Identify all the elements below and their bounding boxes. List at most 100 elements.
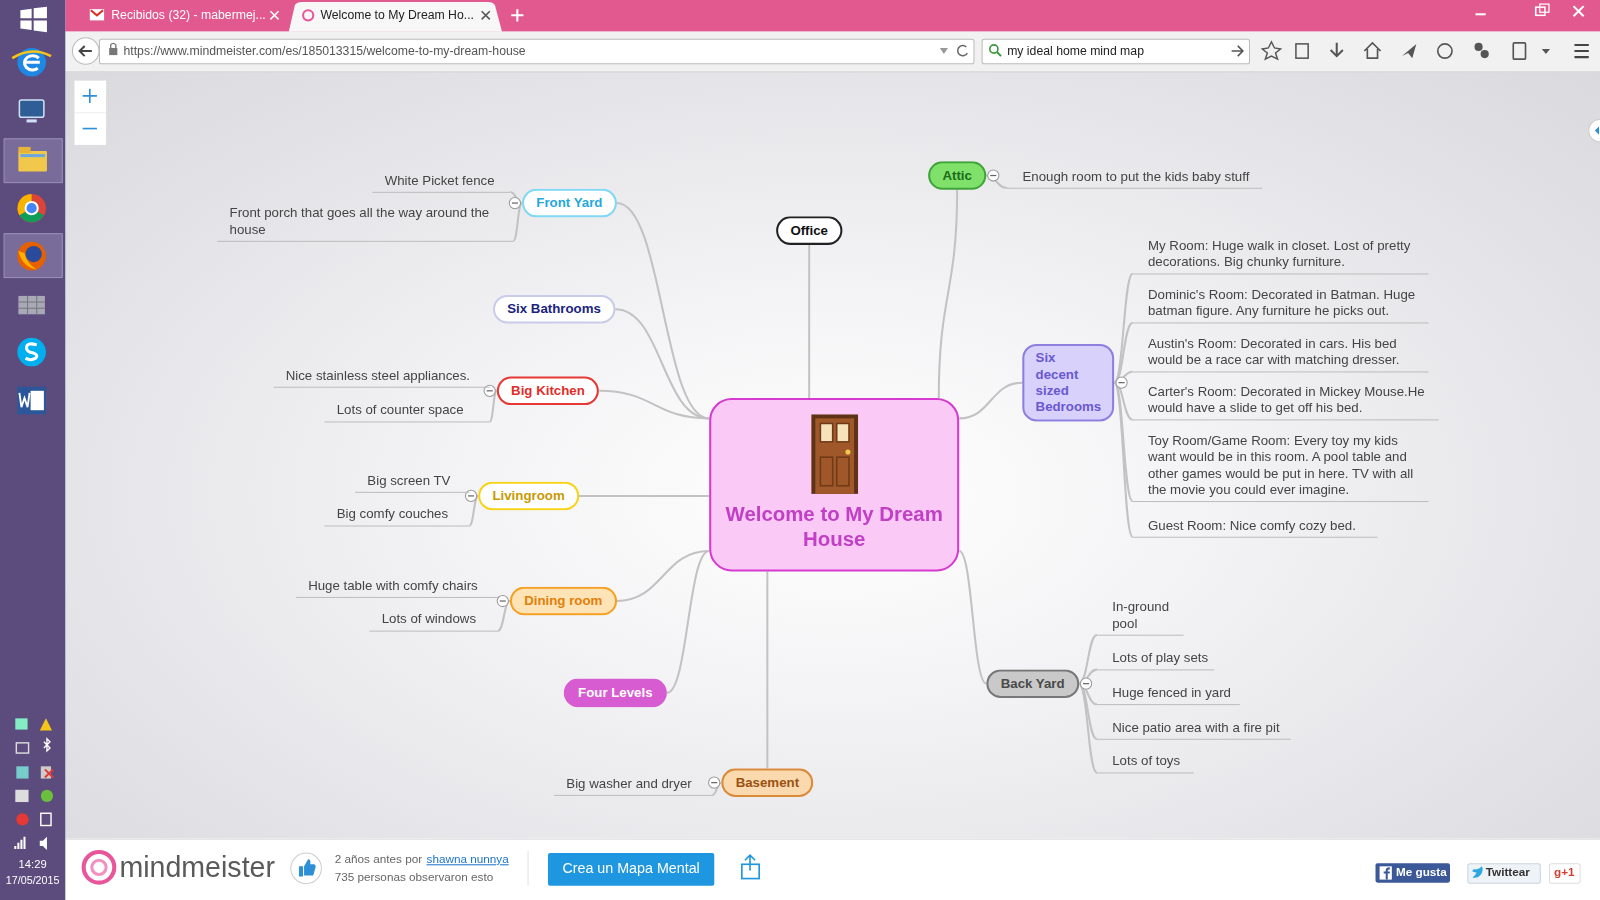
branch-connector [959, 551, 986, 684]
leaf-topic: Enough room to put the kids baby stuff [1007, 168, 1262, 188]
leaf-topic: Lots of counter space [324, 402, 489, 422]
door-icon [845, 449, 850, 454]
collapse-toggle [500, 600, 506, 601]
collapse-toggle [1119, 382, 1125, 383]
topic-text: In-ground pool [1112, 599, 1177, 632]
branch-connector [1079, 635, 1097, 684]
nav-bar [1296, 44, 1308, 58]
branch-topic: Office [776, 216, 842, 245]
taskbar [40, 718, 52, 730]
topic-text: Front Yard [536, 195, 602, 211]
door-icon [820, 457, 832, 486]
branch-topic: Attic [928, 161, 986, 190]
tab-strip [511, 9, 523, 21]
branch-topic: Basement [721, 768, 813, 797]
topic-text: Huge fenced in yard [1112, 685, 1233, 701]
topic-text: White Picket fence [385, 172, 504, 188]
branch-topic: Back Yard [986, 669, 1078, 698]
search-query: my ideal home mind map [1007, 44, 1144, 59]
taskbar [16, 766, 28, 778]
leaf-topic: White Picket fence [372, 172, 510, 192]
collapse-toggle [711, 782, 717, 783]
leaf-topic: My Room: Huge walk in closet. Lost of pr… [1133, 238, 1429, 275]
topic-text: Huge table with comfy chairs [308, 578, 492, 594]
nav-bar [1262, 42, 1280, 59]
topic-text: My Room: Huge walk in closet. Lost of pr… [1148, 238, 1422, 271]
footer-bar [548, 853, 714, 886]
taskbar [26, 246, 42, 262]
branch-topic: Six decent sized Bedrooms [1022, 344, 1114, 422]
branch-connector [1114, 383, 1132, 537]
side-panel-tab [1589, 119, 1600, 141]
plusone-button-text: g+1 [1549, 865, 1580, 879]
footer-bar [299, 859, 316, 876]
collapse-toggle [1116, 377, 1127, 388]
topic-text: Dining room [524, 593, 602, 609]
leaf-topic: Toy Room/Game Room: Every toy my kids wa… [1133, 433, 1429, 502]
nav-bar [982, 39, 1249, 63]
tab-strip [91, 10, 103, 15]
collapse-toggle [1116, 377, 1127, 388]
topic-text: Attic [942, 167, 971, 183]
branch-connector [939, 190, 957, 398]
zoom-control [74, 112, 106, 113]
author-note: 2 años antes por [335, 853, 422, 867]
leaf-topic: Lots of toys [1097, 753, 1194, 773]
tweet-button-text: Twittear [1486, 865, 1530, 879]
branch-topic: Dining room [510, 587, 617, 616]
brand-logo: mindmeister [119, 850, 275, 884]
tab-strip [65, 0, 1600, 32]
topic-text: Carter's Room: Decorated in Mickey Mouse… [1148, 384, 1433, 417]
topic-text: Toy Room/Game Room: Every toy my kids wa… [1148, 433, 1422, 498]
leaf-topic: Carter's Room: Decorated in Mickey Mouse… [1133, 384, 1439, 421]
topic-text: Four Levels [578, 685, 652, 701]
topic-text: Welcome to My Dream House [719, 502, 949, 551]
clock-date: 17/05/2015 [0, 873, 65, 886]
footer-bar [745, 855, 755, 870]
topic-text: Nice patio area with a fire pit [1112, 719, 1284, 735]
topic-text: Lots of toys [1112, 753, 1188, 769]
tab-strip [90, 9, 104, 20]
taskbar [18, 251, 36, 269]
collapse-toggle [709, 777, 720, 788]
branch-connector [615, 309, 709, 418]
taskbar [17, 338, 46, 367]
taskbar [18, 151, 47, 171]
taskbar [17, 194, 46, 223]
topic-text: Livingroom [492, 488, 564, 504]
collapse-toggle [1083, 683, 1089, 684]
leaf-topic: Front porch that goes all the way around… [217, 205, 513, 242]
nav-bar [111, 43, 116, 48]
taskbar [17, 387, 46, 415]
collapse-toggle [1080, 678, 1091, 689]
leaf-topic: Big washer and dryer [554, 776, 712, 796]
footer-bar [1384, 868, 1390, 879]
taskbar [18, 296, 45, 314]
nav-bar [990, 45, 998, 53]
nav-bar [1481, 50, 1489, 58]
branch-connector [579, 495, 709, 497]
topic-text: Enough room to put the kids baby stuff [1022, 168, 1256, 184]
branch-topic: Front Yard [522, 189, 617, 218]
collapse-toggle [497, 595, 508, 606]
branch-connector [1079, 684, 1097, 773]
footer-bar [1549, 864, 1580, 883]
footer-bar [291, 853, 322, 884]
topic-text: Back Yard [1001, 676, 1065, 692]
nav-bar [1513, 43, 1525, 59]
branch-connector [766, 571, 768, 768]
door-icon [811, 414, 858, 494]
topic-text: Big comfy couches [337, 506, 464, 522]
branch-topic: Big Kitchen [497, 377, 599, 406]
taskbar [15, 718, 27, 729]
like-button-text: Me gusta [1396, 865, 1447, 879]
clock-time: 14:29 [0, 858, 65, 871]
cta-button-text: Crea un Mapa Mental [548, 860, 714, 877]
leaf-topic: Austin's Room: Decorated in cars. His be… [1133, 336, 1429, 373]
nav-bar [1574, 45, 1588, 57]
tab-strip [1476, 13, 1486, 15]
view-count: 735 personas observaron esto [335, 870, 494, 884]
taskbar [19, 393, 29, 407]
leaf-topic: Nice stainless steel appliances. [273, 367, 489, 387]
